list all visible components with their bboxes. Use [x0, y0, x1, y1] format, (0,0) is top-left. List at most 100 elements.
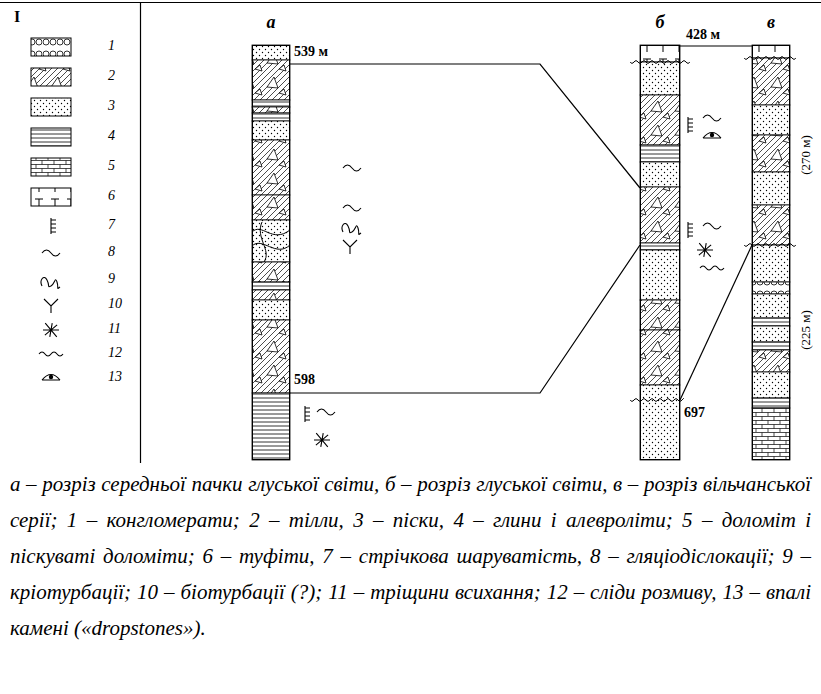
- rock-layer: [252, 220, 290, 262]
- section-column: в: [752, 45, 790, 460]
- structure-symbol: [44, 299, 58, 313]
- structure-symbol: [697, 243, 713, 257]
- legend-swatches: [31, 38, 71, 380]
- structure-symbol: [343, 205, 361, 211]
- legend-item: 1: [108, 38, 115, 53]
- rock-layer: [752, 105, 790, 135]
- legend-item: 2: [108, 68, 115, 83]
- depth-label: (225 м): [799, 310, 813, 350]
- column-letter: в: [753, 13, 789, 33]
- erosion-surfaces: [630, 57, 796, 402]
- legend-number: 10: [108, 296, 122, 311]
- section-column: б: [640, 45, 680, 460]
- legend-number: 11: [108, 321, 121, 336]
- rock-layer: [752, 408, 790, 460]
- legend-swatch: [39, 352, 63, 356]
- lithology-column: [752, 45, 790, 460]
- structure-symbol: [42, 375, 60, 381]
- correlation-line: [680, 45, 752, 46]
- legend-number: 8: [108, 244, 115, 259]
- structure-symbol: [703, 133, 721, 139]
- structure-symbol: [41, 278, 60, 289]
- depth-label: (270 м): [798, 135, 813, 175]
- depth-label: I: [14, 8, 20, 26]
- depth-label: (270 м): [799, 135, 813, 175]
- erosion-line: [630, 398, 684, 401]
- lithology-column: [252, 45, 290, 460]
- rock-layer: [252, 300, 290, 320]
- legend-swatch: [31, 38, 71, 56]
- legend-number: 3: [108, 98, 115, 113]
- structure-symbol: [39, 352, 63, 356]
- figure-caption: а – розріз середньої пачки глуської світ…: [10, 466, 811, 646]
- rock-layer: [640, 250, 680, 300]
- structure-symbol: [703, 223, 721, 229]
- rock-layer: [752, 58, 790, 105]
- depth-label: 539 м: [294, 44, 328, 59]
- lithology-column: [640, 45, 680, 460]
- correlation-line: [290, 245, 640, 393]
- rock-layer: [752, 350, 790, 372]
- rock-layer: [752, 318, 790, 326]
- legend-number: 6: [108, 188, 115, 203]
- rock-layer: [752, 45, 790, 58]
- rock-layer: [640, 145, 680, 162]
- correlation-line: [290, 64, 640, 188]
- rock-layer: [252, 195, 290, 220]
- fold-lines: [252, 222, 290, 262]
- legend-item: 5: [108, 158, 115, 173]
- legend-number: 2: [108, 68, 115, 83]
- structure-symbol: [343, 240, 357, 254]
- structure-symbol: [342, 224, 361, 235]
- structure-symbol: [700, 266, 724, 270]
- legend-item: 8: [108, 244, 115, 259]
- legend-swatch: [51, 218, 56, 234]
- rock-layer: [252, 113, 290, 121]
- structure-symbol: [688, 117, 693, 133]
- legend-swatch: [44, 299, 58, 313]
- legend-item: 6: [108, 188, 115, 203]
- frame-line: [0, 3, 821, 464]
- legend-item: 7: [108, 217, 115, 232]
- rock-layer: [640, 45, 680, 62]
- structure-symbol: [51, 218, 56, 234]
- rock-layer: [752, 372, 790, 398]
- depth-label: (225 м): [798, 310, 813, 350]
- legend-item: 4: [108, 128, 115, 143]
- legend-item: 10: [108, 296, 122, 311]
- depth-label: 428 м: [686, 27, 720, 42]
- structure-symbol: [42, 250, 60, 256]
- depth-label: 598: [294, 372, 315, 387]
- rock-layer: [752, 342, 790, 350]
- rock-layer: [252, 140, 290, 195]
- rock-layer: [252, 121, 290, 140]
- legend-number: 7: [108, 217, 115, 232]
- rock-layer: [640, 300, 680, 330]
- legend-item: 12: [108, 345, 122, 360]
- legend-swatch: [31, 68, 71, 86]
- legend-number: 13: [108, 369, 122, 384]
- column-letter: б: [641, 13, 679, 33]
- structure-symbol: [305, 406, 310, 422]
- legend-swatch: [31, 98, 71, 116]
- legend-swatch: [42, 375, 60, 381]
- structure-symbol: [343, 165, 361, 171]
- legend-swatch: [31, 128, 71, 146]
- rock-layer: [640, 187, 680, 243]
- depth-label: 539 м: [294, 44, 328, 59]
- structure-annotations: [305, 115, 724, 447]
- rock-layer: [252, 290, 290, 300]
- legend-swatch: [31, 188, 71, 206]
- legend-swatch: [43, 323, 59, 337]
- depth-label: 598: [294, 372, 315, 387]
- figure-frame: [0, 3, 821, 464]
- legend-number: 4: [108, 128, 115, 143]
- panel-number: I: [14, 8, 20, 25]
- correlation-line: [680, 245, 752, 400]
- structure-symbol: [43, 323, 59, 337]
- rock-layer: [252, 282, 290, 290]
- rock-layer: [252, 320, 290, 393]
- legend-number: 5: [108, 158, 115, 173]
- rock-layer: [752, 398, 790, 408]
- column-letter: а: [253, 13, 289, 33]
